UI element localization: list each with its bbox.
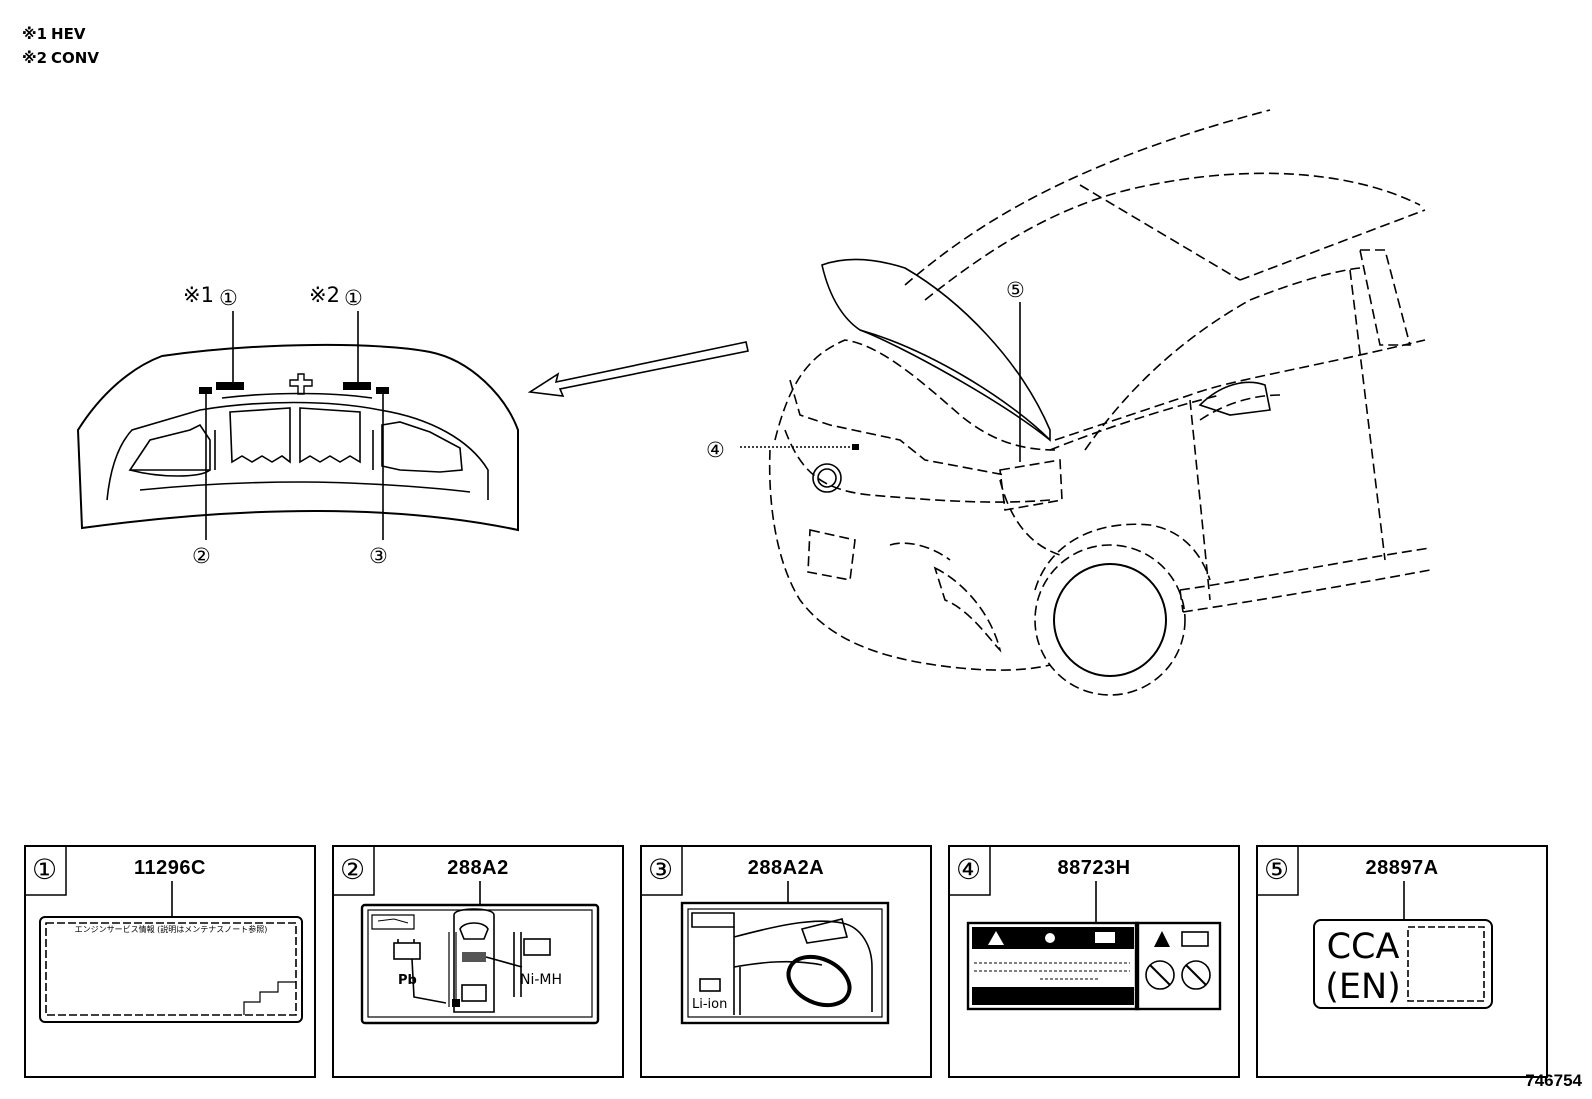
- part-code: 288A2: [447, 857, 509, 879]
- callout-number: ①: [344, 286, 363, 310]
- part-code: 288A2A: [747, 857, 825, 879]
- car-leaders: [740, 302, 1021, 462]
- callout-hood-3: ③: [369, 544, 388, 568]
- callout-number: ①: [219, 286, 238, 310]
- hood-label-1-conv-marker: [343, 382, 371, 390]
- label-panel-1: ① 11296C エンジンサービス情報 (説明はメンテナスノート参照): [24, 845, 316, 1078]
- part-code: 11296C: [134, 857, 206, 879]
- direction-arrow: [527, 341, 749, 397]
- label-panel-5: ⑤ 28897A CCA (EN): [1256, 845, 1548, 1078]
- figure-reference-number: 746754: [1525, 1071, 1582, 1090]
- panel-number: ②: [340, 853, 366, 886]
- callout-hood-1-hev: ※1 ①: [183, 283, 238, 310]
- callout-hood-1-conv: ※2 ①: [309, 283, 363, 310]
- callout-car-5: ⑤: [1006, 278, 1025, 302]
- cca-en-label: CCA (EN): [1325, 927, 1401, 1007]
- callout-mark: ※2: [309, 283, 340, 307]
- callout-hood-2: ②: [192, 544, 211, 568]
- callout-mark: ※1: [183, 283, 214, 307]
- parts-diagram: ※1 ① ※2 ① ② ③: [76, 109, 1431, 696]
- battery-liion-label: Li-ion: [692, 997, 728, 1012]
- hood-underside-drawing: [76, 311, 519, 540]
- label-panel-4: ④ 88723H: [948, 845, 1240, 1078]
- label-panel-3: ③ 288A2A Li-ion: [640, 845, 932, 1078]
- panel-number: ⑤: [1264, 853, 1290, 886]
- label-panel-2: ② 288A2 Pb Ni-MH: [332, 845, 624, 1078]
- panel-number: ①: [32, 853, 58, 886]
- part-code: 28897A: [1365, 857, 1439, 879]
- panel-number: ④: [956, 853, 982, 886]
- callout-car-4: ④: [706, 438, 725, 462]
- battery-nimh-label: Ni-MH: [520, 972, 563, 988]
- hood-label-3-marker: [376, 387, 389, 394]
- car-drawing: [768, 109, 1431, 696]
- part-code: 88723H: [1057, 857, 1131, 879]
- panel-number: ③: [648, 853, 674, 886]
- hood-label-2-marker: [199, 387, 212, 394]
- hood-label-1-hev-marker: [216, 382, 244, 390]
- battery-pb-label: Pb: [398, 973, 417, 988]
- label-heading: エンジンサービス情報 (説明はメンテナスノート参照): [74, 925, 268, 934]
